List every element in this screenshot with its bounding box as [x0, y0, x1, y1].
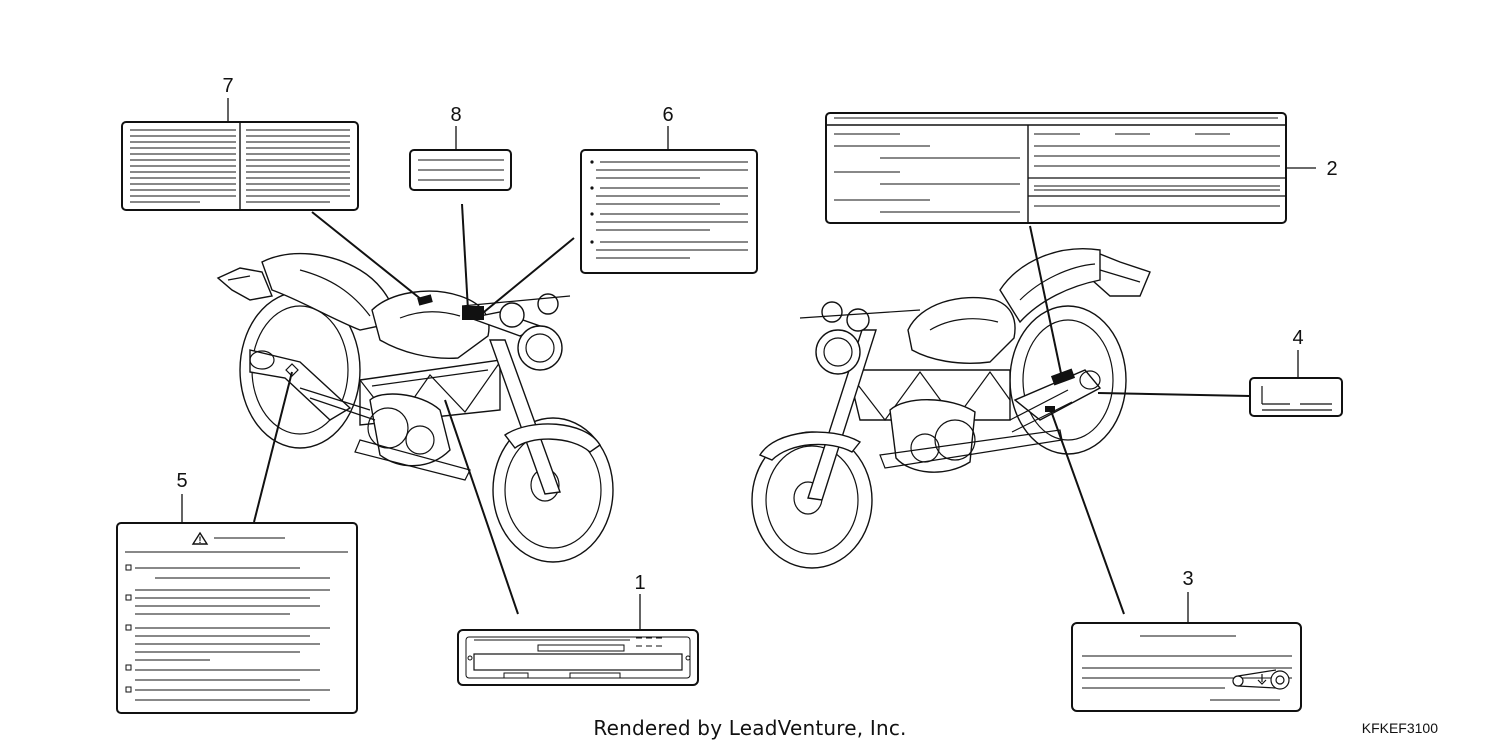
callout-1: 1	[634, 572, 645, 594]
callout-2: 2	[1326, 158, 1337, 180]
motorcycle-left-view	[216, 252, 614, 563]
warning-symbol: !	[199, 535, 202, 545]
warning-triangle-icon: !	[191, 531, 209, 545]
render-credit: Rendered by LeadVenture, Inc.	[593, 716, 907, 740]
checkbox-bullet-icon	[125, 564, 132, 693]
label-3-panel	[1071, 592, 1302, 712]
label-1-panel	[457, 594, 699, 686]
label-8-panel	[409, 126, 512, 191]
callout-3: 3	[1182, 568, 1193, 590]
diagram-code: KFKEF3100	[1361, 720, 1438, 736]
callout-7: 7	[222, 75, 233, 97]
chain-sprocket-icon	[1232, 669, 1290, 690]
label-6-panel	[580, 126, 758, 274]
callout-4: 4	[1292, 327, 1303, 349]
label-5-panel: !	[116, 494, 358, 714]
callout-numbers: 7 8 6 2 4 5 1 3	[176, 75, 1337, 594]
leader-lines	[253, 167, 1316, 615]
label-4-panel	[1249, 350, 1343, 417]
motorcycle-right-view	[751, 248, 1151, 569]
label-2-panel	[825, 112, 1287, 224]
callout-5: 5	[176, 470, 187, 492]
callout-6: 6	[662, 104, 673, 126]
callout-8: 8	[450, 104, 461, 126]
label-7-panel	[121, 98, 359, 211]
